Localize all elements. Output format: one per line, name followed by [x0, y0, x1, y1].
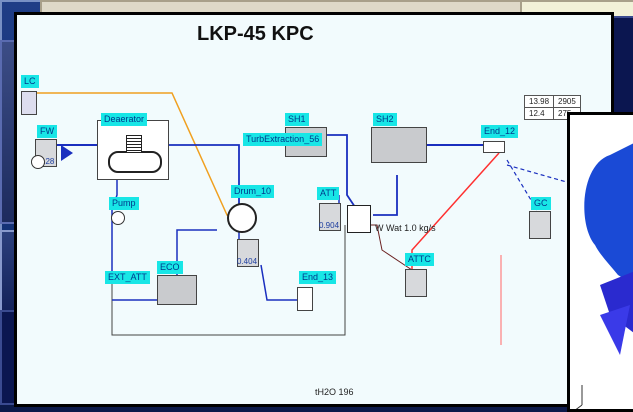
sh1-label: SH1: [285, 113, 309, 126]
end12-outlet-icon[interactable]: [483, 141, 505, 153]
water-flow-readout: W Wat 1.0 kg/s: [375, 223, 436, 233]
turb-extraction-label: TurbExtraction_56: [243, 133, 323, 146]
3d-surface-plot: [575, 143, 633, 409]
attc-label: ATTC: [405, 253, 434, 266]
water-temperature-readout: tH2O 196: [315, 387, 354, 397]
pump-icon[interactable]: [111, 211, 125, 225]
fw-value: 128: [41, 157, 55, 166]
sh2-label: SH2: [373, 113, 397, 126]
deaerator-tray-icon: [126, 135, 142, 153]
table-cell: 2905: [553, 95, 581, 108]
table-cell: 12.4: [523, 107, 555, 120]
gc-label: GC: [531, 197, 551, 210]
eco-label: ECO: [157, 261, 183, 274]
deaerator-tank-icon: [108, 151, 162, 173]
lc-label: LC: [21, 75, 39, 88]
process-diagram-window[interactable]: LKP-45 KPC LC FW 128 Deaerator Pu: [14, 12, 614, 407]
diagram-title: LKP-45 KPC: [197, 23, 314, 45]
secondary-plot-window[interactable]: [567, 112, 633, 412]
deaerator-vessel[interactable]: [97, 120, 169, 180]
att-label: ATT: [317, 187, 340, 200]
drum-label: Drum_10: [231, 185, 275, 198]
lc-level-controller[interactable]: [21, 91, 37, 115]
x-axis-icon: [575, 404, 583, 409]
end12-label: End_12: [481, 125, 519, 138]
drum-valve[interactable]: [237, 239, 259, 267]
sh2-superheater[interactable]: [371, 127, 427, 163]
att-value: 0.904: [319, 221, 340, 230]
fw-circle-icon[interactable]: [31, 155, 45, 169]
fw-label: FW: [37, 125, 57, 138]
drum-vessel[interactable]: [227, 203, 257, 233]
ext-att-label: EXT_ATT: [105, 271, 150, 284]
end13-label: End_13: [299, 271, 337, 284]
eco-heat-exchanger[interactable]: [157, 275, 197, 305]
fw-arrow-icon: [61, 145, 73, 161]
pump-label: Pump: [109, 197, 139, 210]
att-valve[interactable]: [319, 203, 341, 231]
gc-controller[interactable]: [529, 211, 551, 239]
attc-controller[interactable]: [405, 269, 427, 297]
table-cell: 13.98: [523, 95, 555, 108]
deaerator-label: Deaerator: [101, 113, 148, 126]
pipe-network: [37, 92, 578, 345]
drum-value: 0.404: [237, 257, 258, 266]
end13-outlet-icon[interactable]: [297, 287, 313, 311]
att-attemperator-icon[interactable]: [347, 205, 371, 233]
